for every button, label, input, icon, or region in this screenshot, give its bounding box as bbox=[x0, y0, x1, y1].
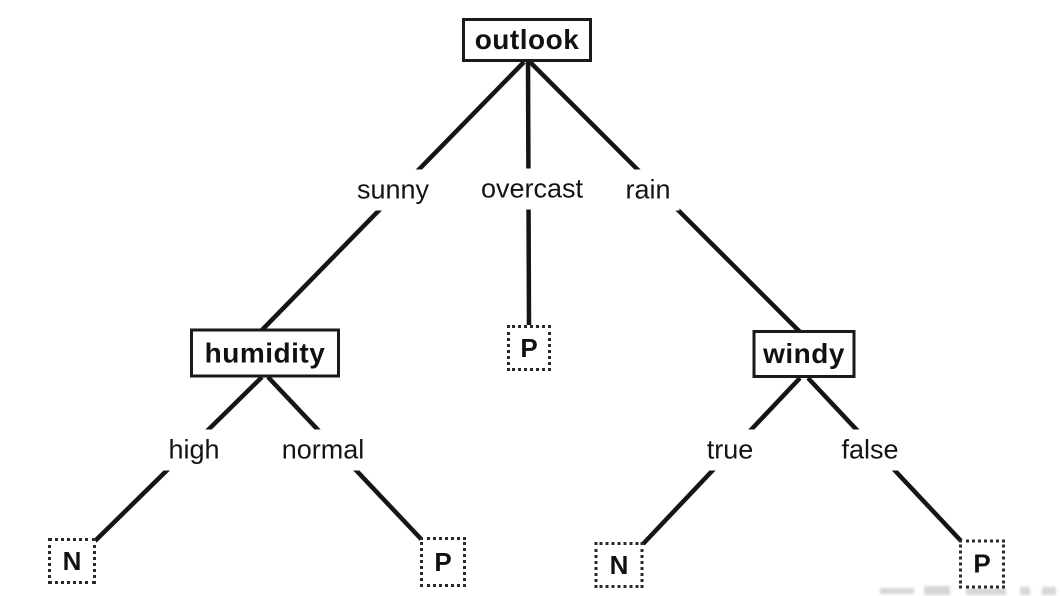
leaf-high-N: N bbox=[48, 538, 96, 584]
node-humidity: humidity bbox=[190, 328, 340, 378]
branch-label-false: false bbox=[832, 429, 908, 471]
node-outlook: outlook bbox=[462, 18, 592, 62]
branch-label-rain: rain bbox=[616, 169, 680, 211]
leaf-overcast-P: P bbox=[507, 325, 551, 371]
leaf-true-N: N bbox=[594, 542, 644, 588]
scan-artifact bbox=[880, 584, 1061, 596]
node-windy: windy bbox=[752, 330, 856, 378]
leaf-false-P: P bbox=[959, 539, 1005, 589]
branch-label-true: true bbox=[697, 429, 763, 471]
branch-label-normal: normal bbox=[272, 429, 374, 471]
branch-label-high: high bbox=[159, 429, 229, 471]
branch-label-sunny: sunny bbox=[347, 169, 439, 211]
leaf-normal-P: P bbox=[420, 537, 466, 587]
branch-label-overcast: overcast bbox=[471, 168, 593, 210]
